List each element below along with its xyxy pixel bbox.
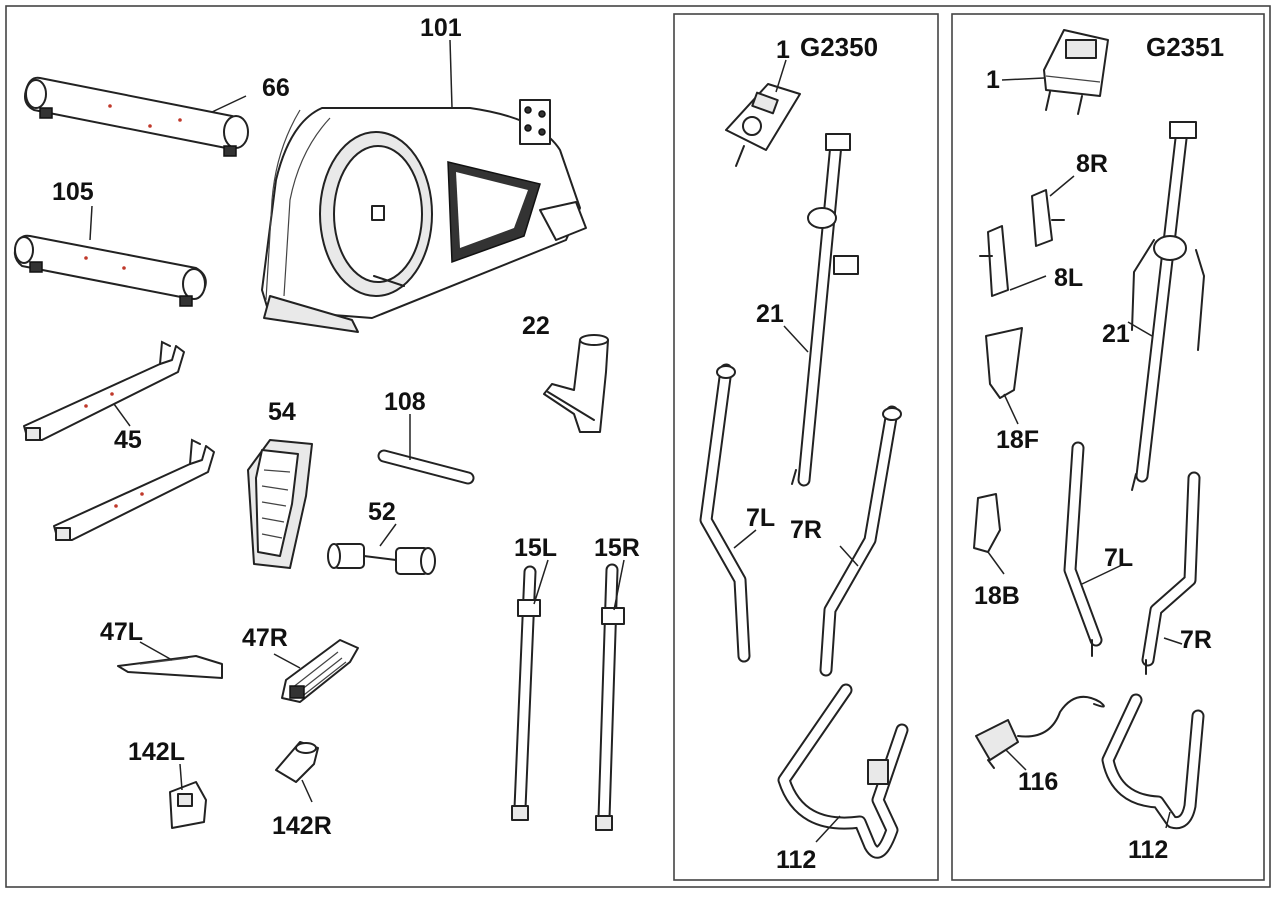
label-15L: 15L <box>514 534 557 562</box>
panel-g2350-frame <box>673 13 939 881</box>
g2350-part-7R-right-arm <box>819 405 902 677</box>
g2351-part-112-handlebar <box>1101 693 1205 830</box>
label-g2351-18B: 18B <box>974 582 1020 610</box>
part-15R-right-tube <box>595 563 625 831</box>
label-g2350-7R: 7R <box>790 516 822 544</box>
label-66: 66 <box>262 74 290 102</box>
outer-frame <box>5 5 1271 888</box>
label-105: 105 <box>52 178 94 206</box>
panel-g2351-frame <box>951 13 1265 881</box>
part-47R-right-pedal <box>281 639 359 703</box>
g2351-part-21-upright <box>1131 121 1206 491</box>
g2351-part-116-power-adapter <box>975 695 1105 769</box>
label-g2350-1: 1 <box>776 36 790 64</box>
part-45-rail-upper <box>23 340 185 441</box>
label-g2351-21: 21 <box>1102 320 1130 348</box>
g2351-part-7L-left-arm <box>1063 441 1103 657</box>
part-47L-left-pedal <box>117 655 223 679</box>
label-g2351-7R: 7R <box>1180 626 1212 654</box>
label-52: 52 <box>368 498 396 526</box>
label-g2350-7L: 7L <box>746 504 775 532</box>
label-g2351-8L: 8L <box>1054 264 1083 292</box>
label-g2351-1: 1 <box>986 66 1000 94</box>
panel-g2350-title: G2350 <box>800 32 878 62</box>
label-g2351-112: 112 <box>1128 836 1168 864</box>
g2350-part-21-upright <box>791 133 859 487</box>
label-g2350-112: 112 <box>776 846 816 874</box>
label-45: 45 <box>114 426 142 454</box>
g2350-part-112-handlebar <box>777 683 909 859</box>
part-105-rear-stabilizer <box>13 234 207 307</box>
label-15R: 15R <box>594 534 640 562</box>
label-101: 101 <box>420 14 462 42</box>
label-47L: 47L <box>100 618 143 646</box>
part-66-front-stabilizer <box>24 76 249 157</box>
part-142L-left-bracket <box>169 781 207 829</box>
label-g2351-18F: 18F <box>996 426 1039 454</box>
part-45-rail-lower <box>53 438 215 541</box>
panel-g2351-title: G2351 <box>1146 32 1224 62</box>
label-22: 22 <box>522 312 550 340</box>
g2351-part-1-console <box>1043 29 1109 115</box>
g2351-part-8L-bracket <box>979 225 1009 297</box>
g2350-part-7L-left-arm <box>699 363 751 663</box>
label-g2351-8R: 8R <box>1076 150 1108 178</box>
part-108-axle <box>377 449 475 485</box>
part-52-bushings <box>327 543 436 575</box>
label-47R: 47R <box>242 624 288 652</box>
part-142R-right-bracket <box>275 741 319 783</box>
part-15L-left-tube <box>511 565 541 821</box>
label-142R: 142R <box>272 812 332 840</box>
g2351-part-18F-cover <box>985 327 1023 399</box>
g2350-part-1-console <box>725 83 801 167</box>
g2351-part-18B-cover <box>973 493 1001 553</box>
part-54-side-cover <box>247 439 313 569</box>
label-54: 54 <box>268 398 296 426</box>
g2351-part-8R-bracket <box>1031 189 1065 247</box>
label-g2350-21: 21 <box>756 300 784 328</box>
label-108: 108 <box>384 388 426 416</box>
part-22-bracket <box>543 334 609 433</box>
label-g2351-116: 116 <box>1018 768 1058 796</box>
g2351-part-7R-right-arm <box>1141 471 1201 675</box>
part-101-main-frame <box>261 99 587 333</box>
label-g2351-7L: 7L <box>1104 544 1133 572</box>
label-142L: 142L <box>128 738 185 766</box>
